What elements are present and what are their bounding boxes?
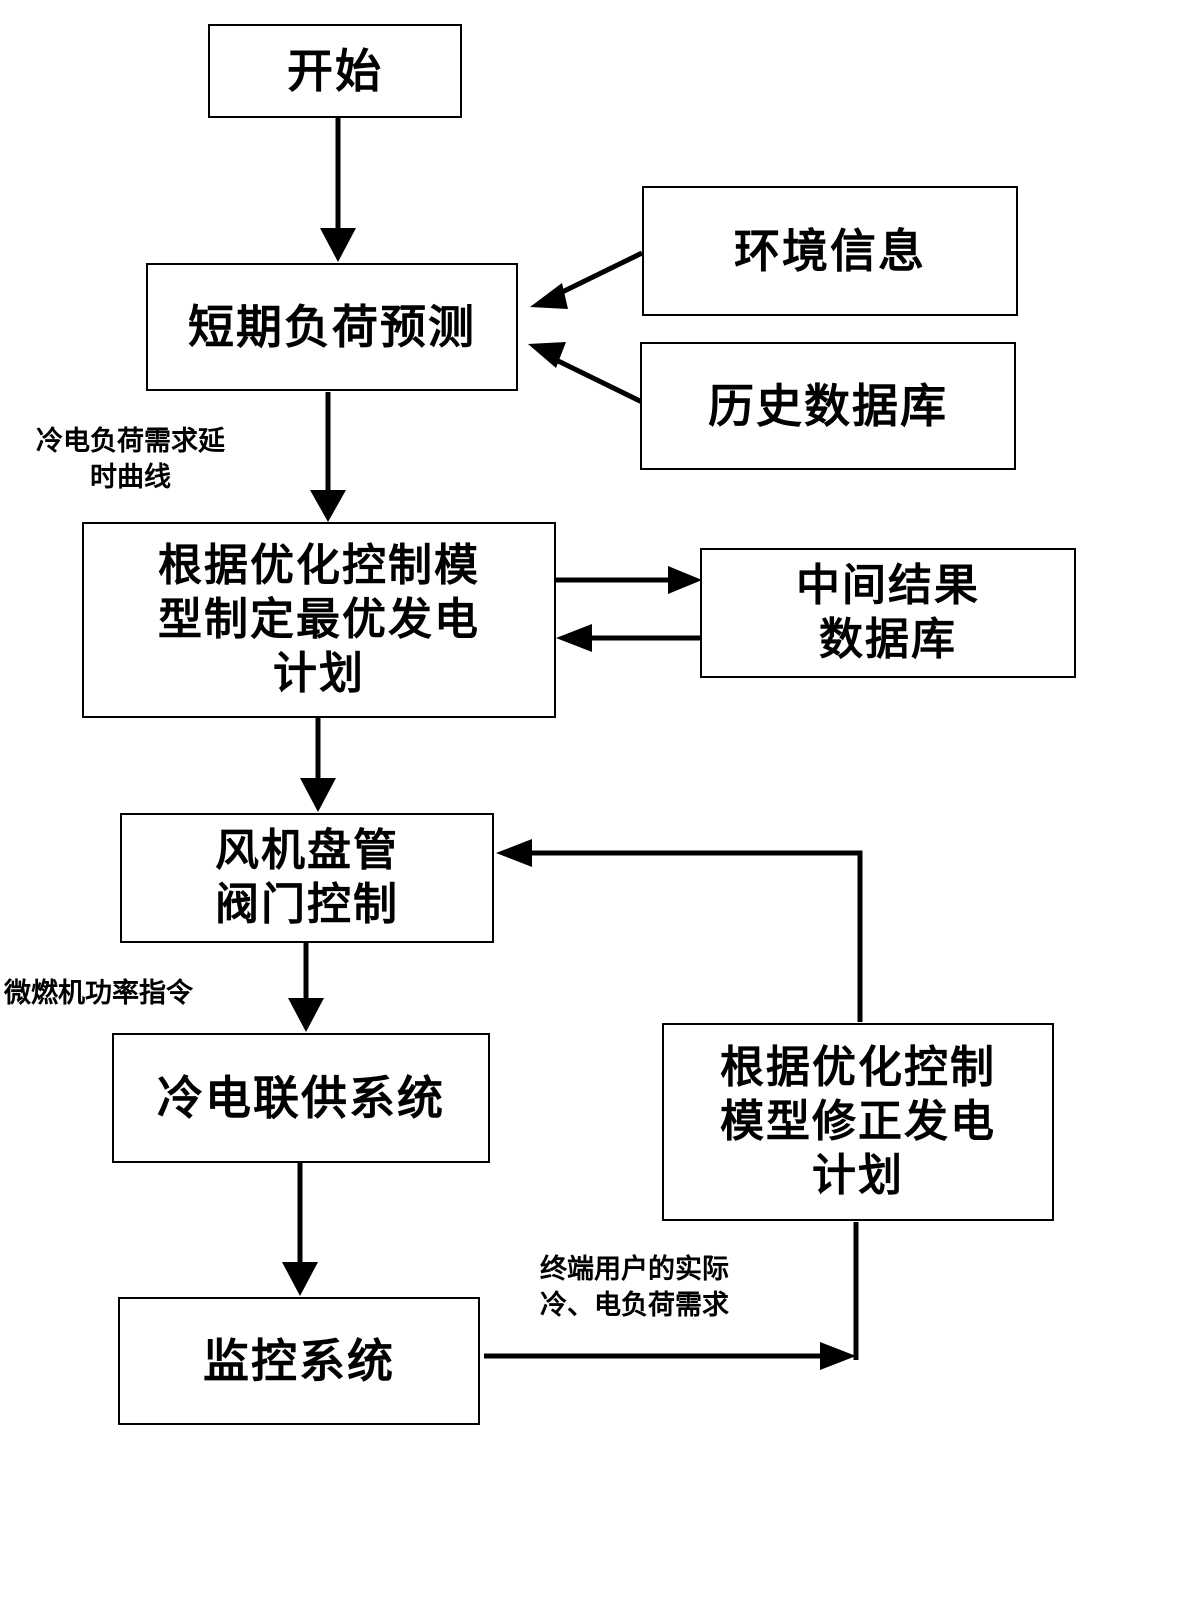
arrowhead [556,624,592,652]
demand-curve-label: 冷电负荷需求延 时曲线 [36,424,225,497]
fan-coil-node: 风机盘管 阀门控制 [120,813,494,943]
demand-curve-line2: 时曲线 [90,462,171,494]
user-demand-line1: 终端用户的实际 [540,1254,729,1285]
optimize-plan-line1: 根据优化控制模 [158,540,480,592]
arrowhead [668,566,702,594]
optimize-plan-line3: 计划 [273,647,365,699]
turbine-command-label: 微燃机功率指令 [4,976,193,1012]
cchp-system-node: 冷电联供系统 [112,1033,490,1163]
forecast-node: 短期负荷预测 [146,263,518,391]
optimize-plan-line2: 型制定最优发电 [158,594,480,646]
arrow-env-to-forecast [550,250,644,300]
history-db-label: 历史数据库 [708,378,948,433]
optimize-plan-node: 根据优化控制模 型制定最优发电 计划 [82,522,556,718]
revise-plan-line3: 计划 [812,1149,904,1201]
revise-plan-line1: 根据优化控制 [720,1042,996,1094]
history-db-node: 历史数据库 [640,342,1016,470]
user-demand-label: 终端用户的实际 冷、电负荷需求 [540,1252,729,1325]
arrowhead [310,490,346,522]
cchp-system-label: 冷电联供系统 [157,1070,445,1125]
arrow-history-to-forecast [546,353,644,405]
start-label: 开始 [287,43,383,98]
monitor-system-label: 监控系统 [203,1333,395,1388]
arrowhead [530,283,568,309]
revise-plan-line2: 模型修正发电 [720,1096,996,1148]
intermediate-db-line2: 数据库 [819,614,957,665]
monitor-system-node: 监控系统 [118,1297,480,1425]
arrowhead [496,839,532,867]
arrowhead [820,1342,856,1370]
arrowhead [282,1262,318,1296]
arrowhead [320,228,356,262]
forecast-label: 短期负荷预测 [188,299,476,354]
env-info-label: 环境信息 [734,223,926,278]
revise-plan-node: 根据优化控制 模型修正发电 计划 [662,1023,1054,1221]
user-demand-line2: 冷、电负荷需求 [540,1290,729,1322]
intermediate-db-line1: 中间结果 [796,560,980,612]
turbine-command-text: 微燃机功率指令 [4,978,193,1009]
arrowhead [288,998,324,1032]
demand-curve-line1: 冷电负荷需求延 [36,426,225,457]
arrow-revise-to-fancoil [530,850,863,1022]
arrowhead [528,342,566,368]
fan-coil-line1: 风机盘管 [215,825,399,877]
intermediate-db-node: 中间结果 数据库 [700,548,1076,678]
fan-coil-line2: 阀门控制 [215,879,399,930]
arrowhead [300,778,336,812]
env-info-node: 环境信息 [642,186,1018,316]
start-node: 开始 [208,24,462,118]
